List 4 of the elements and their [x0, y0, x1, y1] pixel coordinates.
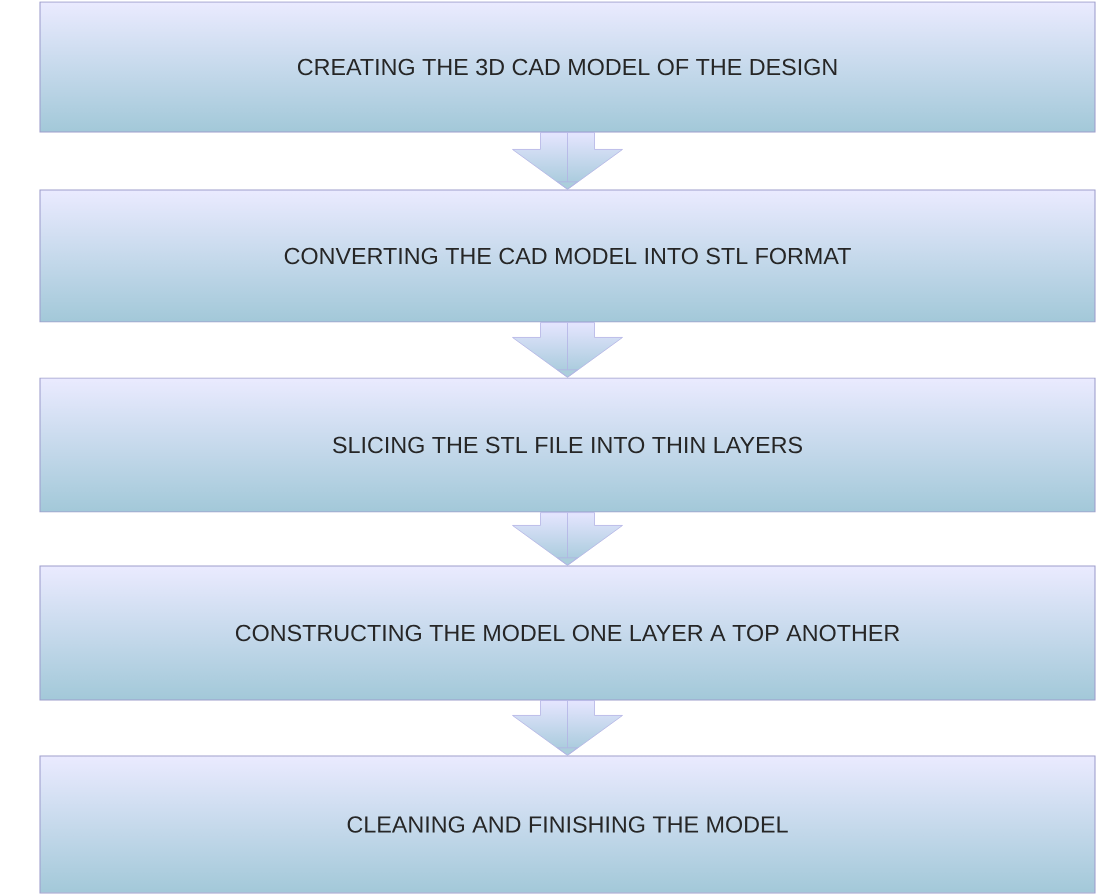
block-arrow	[512, 512, 623, 566]
block-arrow	[512, 132, 623, 190]
block-arrow	[512, 700, 623, 756]
block-arrow	[512, 322, 623, 378]
